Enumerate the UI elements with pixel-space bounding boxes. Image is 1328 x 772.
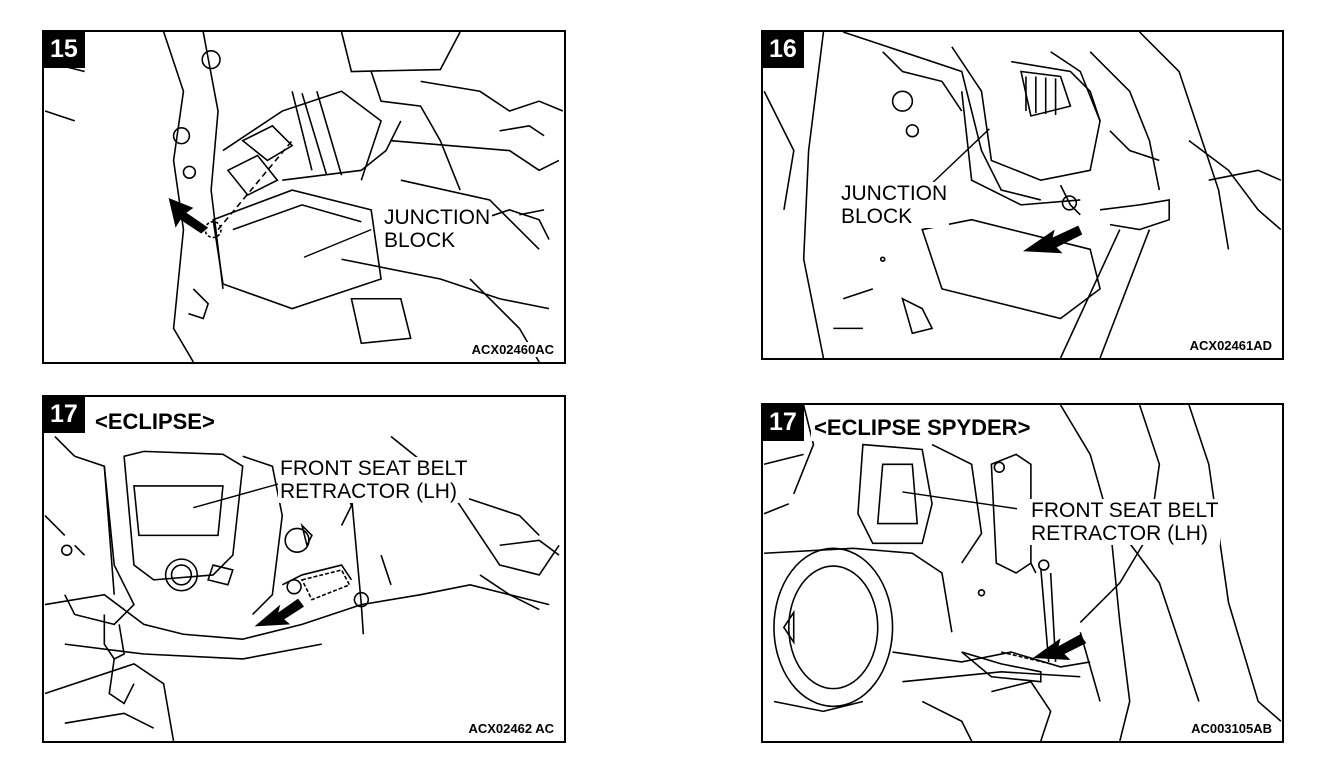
seat-belt-retractor-spyder-drawing — [763, 405, 1282, 741]
step-number-badge: 17 — [763, 405, 804, 441]
step-number-badge: 16 — [763, 32, 804, 68]
step-17-eclipse-illustration: 17 <ECLIPSE> FRONT SEAT BELT RETRACTOR (… — [42, 395, 566, 743]
junction-block-bolt-drawing — [763, 32, 1282, 358]
step-15-illustration: 15 JUNCTION BLOCK ACX02460AC — [42, 30, 566, 364]
junction-block-label: JUNCTION BLOCK — [839, 182, 950, 228]
figure-code: ACX02462 AC — [466, 721, 556, 736]
junction-block-label: JUNCTION BLOCK — [382, 206, 493, 252]
step-16-illustration: 16 JUNCTION BLOCK ACX02461AD — [761, 30, 1284, 360]
figure-code: AC003105AB — [1189, 721, 1274, 736]
step-number-badge: 15 — [44, 32, 85, 68]
model-variant-label: <ECLIPSE SPYDER> — [811, 415, 1034, 441]
seat-belt-retractor-label: FRONT SEAT BELT RETRACTOR (LH) — [1029, 499, 1221, 545]
seat-belt-retractor-eclipse-drawing — [44, 435, 560, 741]
seat-belt-retractor-label: FRONT SEAT BELT RETRACTOR (LH) — [278, 457, 470, 503]
figure-code: ACX02460AC — [469, 342, 556, 357]
step-number-badge: 17 — [44, 397, 85, 433]
figure-code: ACX02461AD — [1187, 338, 1274, 353]
step-17-eclipse-spyder-illustration: 17 <ECLIPSE SPYDER> FRONT SEAT BELT RETR… — [761, 403, 1284, 743]
junction-block-removal-drawing — [44, 32, 564, 362]
model-variant-label: <ECLIPSE> — [92, 409, 218, 435]
